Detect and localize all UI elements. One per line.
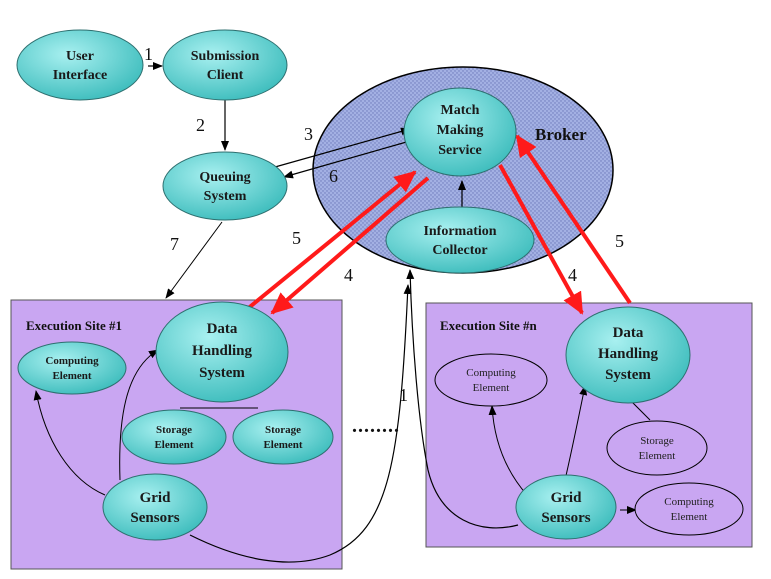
svg-text:Element: Element: [52, 370, 91, 382]
edge-gsn-to-info: [406, 269, 519, 529]
svg-text:Handling: Handling: [192, 343, 253, 359]
svg-text:Computing: Computing: [45, 355, 99, 367]
svg-text:Sensors: Sensors: [130, 510, 179, 526]
edge-label-2: 2: [196, 115, 205, 135]
svg-text:Sensors: Sensors: [541, 510, 590, 526]
site1-storage-element-a-node: Storage Element: [121, 409, 227, 465]
svg-text:System: System: [199, 365, 245, 381]
user-interface-node: User Interface: [16, 29, 144, 101]
edge-label-5-left: 5: [292, 228, 301, 248]
site1-data-handling-system-node: Data Handling System: [155, 301, 289, 403]
site1-storage-element-b-node: Storage Element: [232, 409, 334, 465]
match-making-service-node: Match Making Service: [403, 87, 517, 177]
red-edge-dhsn-to-matchmaking: [515, 134, 632, 305]
svg-text:Storage: Storage: [640, 435, 674, 447]
edge-label-1-top: 1: [144, 44, 153, 64]
svg-text:Data: Data: [207, 321, 238, 337]
broker-label: Broker: [535, 125, 587, 144]
svg-text:Storage: Storage: [156, 424, 192, 436]
edge-queuing-to-matchmaking: [274, 127, 411, 168]
siten-storage-element-node: Storage Element: [606, 420, 708, 476]
information-collector-node: Information Collector: [385, 206, 535, 274]
svg-text:System: System: [204, 189, 247, 204]
red-edge-dhs1-to-matchmaking: [244, 170, 417, 312]
siten-data-handling-system-node: Data Handling System: [565, 306, 691, 404]
siten-computing-element-2-node: Computing Element: [634, 482, 744, 536]
site1-computing-element-node: Computing Element: [17, 341, 127, 395]
edge-gs1-to-info: [189, 284, 412, 563]
execution-site-1-title: Execution Site #1: [26, 318, 122, 333]
edge-label-3: 3: [304, 124, 313, 144]
svg-text:Element: Element: [671, 511, 708, 523]
edge-label-6: 6: [329, 166, 338, 186]
edge-gsn-to-dhsn: [564, 385, 588, 481]
submission-client-node: Submission Client: [162, 29, 288, 101]
svg-text:Grid: Grid: [551, 490, 582, 506]
svg-text:System: System: [605, 367, 651, 383]
ellipsis-dots: ........: [352, 415, 400, 437]
queuing-system-node: Queuing System: [162, 151, 288, 221]
svg-text:Computing: Computing: [466, 367, 516, 379]
svg-text:Handling: Handling: [598, 346, 659, 362]
edge-queuing-to-site1: [165, 221, 223, 299]
svg-text:Submission: Submission: [191, 49, 260, 64]
svg-text:Client: Client: [207, 68, 244, 83]
svg-text:Collector: Collector: [432, 243, 487, 258]
svg-text:Queuing: Queuing: [199, 170, 250, 185]
svg-text:Computing: Computing: [664, 496, 714, 508]
edge-label-5-right: 5: [615, 231, 624, 251]
edge-label-4-left: 4: [344, 265, 353, 285]
edge-label-1-bottom: 1: [399, 385, 408, 405]
svg-text:Element: Element: [639, 450, 676, 462]
edge-gs1-to-dhs1: [119, 349, 159, 481]
svg-text:Storage: Storage: [265, 424, 301, 436]
siten-grid-sensors-node: Grid Sensors: [515, 474, 617, 540]
red-edge-matchmaking-to-dhsn: [498, 164, 584, 315]
site1-grid-sensors-node: Grid Sensors: [102, 473, 208, 541]
svg-text:Data: Data: [613, 325, 644, 341]
svg-text:Interface: Interface: [53, 68, 107, 83]
siten-computing-element-1-node: Computing Element: [434, 353, 548, 407]
edge-gs1-to-ce1: [33, 390, 106, 496]
svg-text:Information: Information: [423, 224, 496, 239]
execution-site-n-title: Execution Site #n: [440, 318, 538, 333]
svg-text:Making: Making: [437, 123, 484, 138]
edge-gsn-to-cen1: [488, 405, 528, 496]
edge-label-7: 7: [170, 234, 179, 254]
edge-matchmaking-to-queuing: [283, 140, 411, 179]
svg-text:User: User: [66, 49, 94, 64]
edge-label-4-right: 4: [568, 265, 577, 285]
svg-text:Service: Service: [438, 143, 482, 158]
svg-text:Match: Match: [441, 103, 480, 118]
svg-text:Grid: Grid: [140, 490, 171, 506]
svg-text:Element: Element: [154, 439, 193, 451]
svg-text:Element: Element: [473, 382, 510, 394]
svg-text:Element: Element: [263, 439, 302, 451]
red-edge-matchmaking-to-dhs1: [270, 176, 430, 315]
